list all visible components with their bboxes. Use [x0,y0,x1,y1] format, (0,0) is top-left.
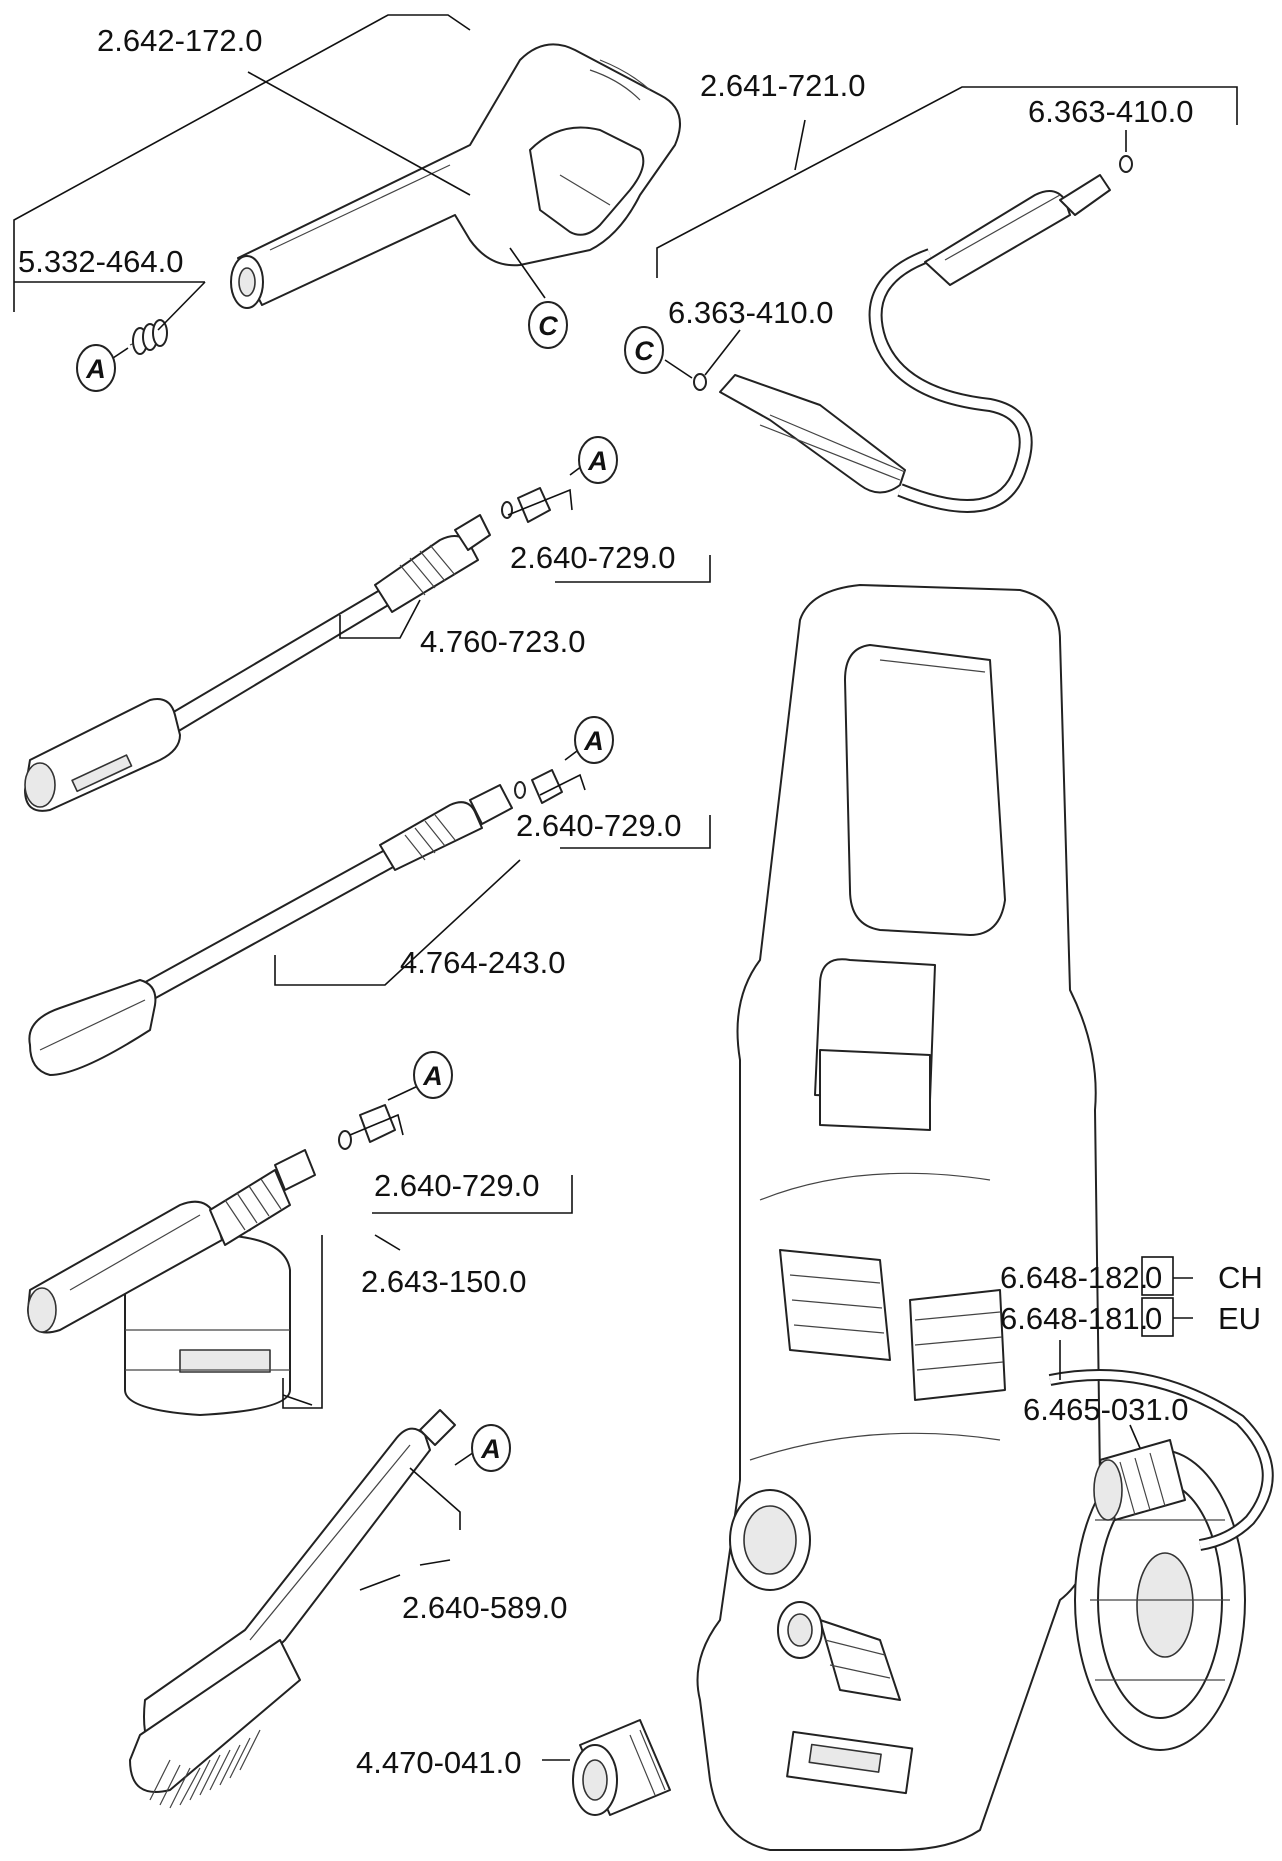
marker-c-hose: C [624,326,664,374]
spray-lance-drawing [24,487,551,812]
marker-c-label: C [538,311,558,341]
part-number-power-cord-eu: 6.648-181. [1000,1301,1148,1336]
part-number-nozzle-3: 2.640-729.0 [374,1168,539,1203]
marker-a-spring: A [76,344,116,392]
pressure-washer-body [696,584,1101,1851]
marker-a-label: A [583,726,604,756]
power-cord-drawing [1048,1369,1274,1551]
wash-brush-drawing [129,1409,456,1809]
part-number-trigger-gun: 2.642-172.0 [97,23,262,58]
part-number-foam-nozzle: 2.643-150.0 [361,1264,526,1299]
hp-hose-drawing [693,155,1133,513]
marker-a-label: A [85,354,106,384]
garden-coupling-drawing [1093,1439,1186,1521]
part-number-rotor-lance: 4.764-243.0 [400,945,565,980]
marker-a-brush: A [471,1424,511,1472]
part-number-hp-hose: 2.641-721.0 [700,68,865,103]
part-number-oring-hose-top: 6.363-410.0 [1028,94,1193,129]
rotor-lance-drawing [28,769,563,1076]
filter-insert-drawing [572,1719,671,1816]
foam-nozzle-drawing [27,1104,396,1416]
marker-a-label: A [480,1434,501,1464]
marker-c-gun: C [528,301,568,349]
marker-a-label: A [422,1061,443,1091]
part-number-power-cord-eu-suffix: 0 [1145,1301,1162,1336]
marker-c-label: C [634,336,654,366]
part-number-gun-spring: 5.332-464.0 [18,244,183,279]
marker-a-label: A [587,446,608,476]
part-number-power-cord-ch: 6.648-182. [1000,1260,1148,1295]
part-number-nozzle-2: 2.640-729.0 [516,808,681,843]
power-cord-ch-suffix-box [1141,1256,1174,1296]
part-number-filter-insert: 4.470-041.0 [356,1745,521,1780]
gun-spring-drawing [129,319,168,355]
marker-a-lance-2: A [574,716,614,764]
part-number-oring-hose-bottom: 6.363-410.0 [668,295,833,330]
part-number-power-cord-ch-suffix: 0 [1145,1260,1162,1295]
wheel-drawing [1074,1449,1246,1751]
part-number-wash-brush: 2.640-589.0 [402,1590,567,1625]
region-code-ch: CH [1218,1260,1263,1295]
leader-lines [13,14,1238,1761]
part-number-garden-coupling: 6.465-031.0 [1023,1392,1188,1427]
power-cord-eu-suffix-box [1141,1297,1174,1337]
marker-a-lance-1: A [578,436,618,484]
part-number-spray-lance: 4.760-723.0 [420,624,585,659]
marker-a-foam: A [413,1051,453,1099]
region-code-eu: EU [1218,1301,1261,1336]
trigger-gun-drawing [230,43,681,309]
part-number-nozzle-1: 2.640-729.0 [510,540,675,575]
